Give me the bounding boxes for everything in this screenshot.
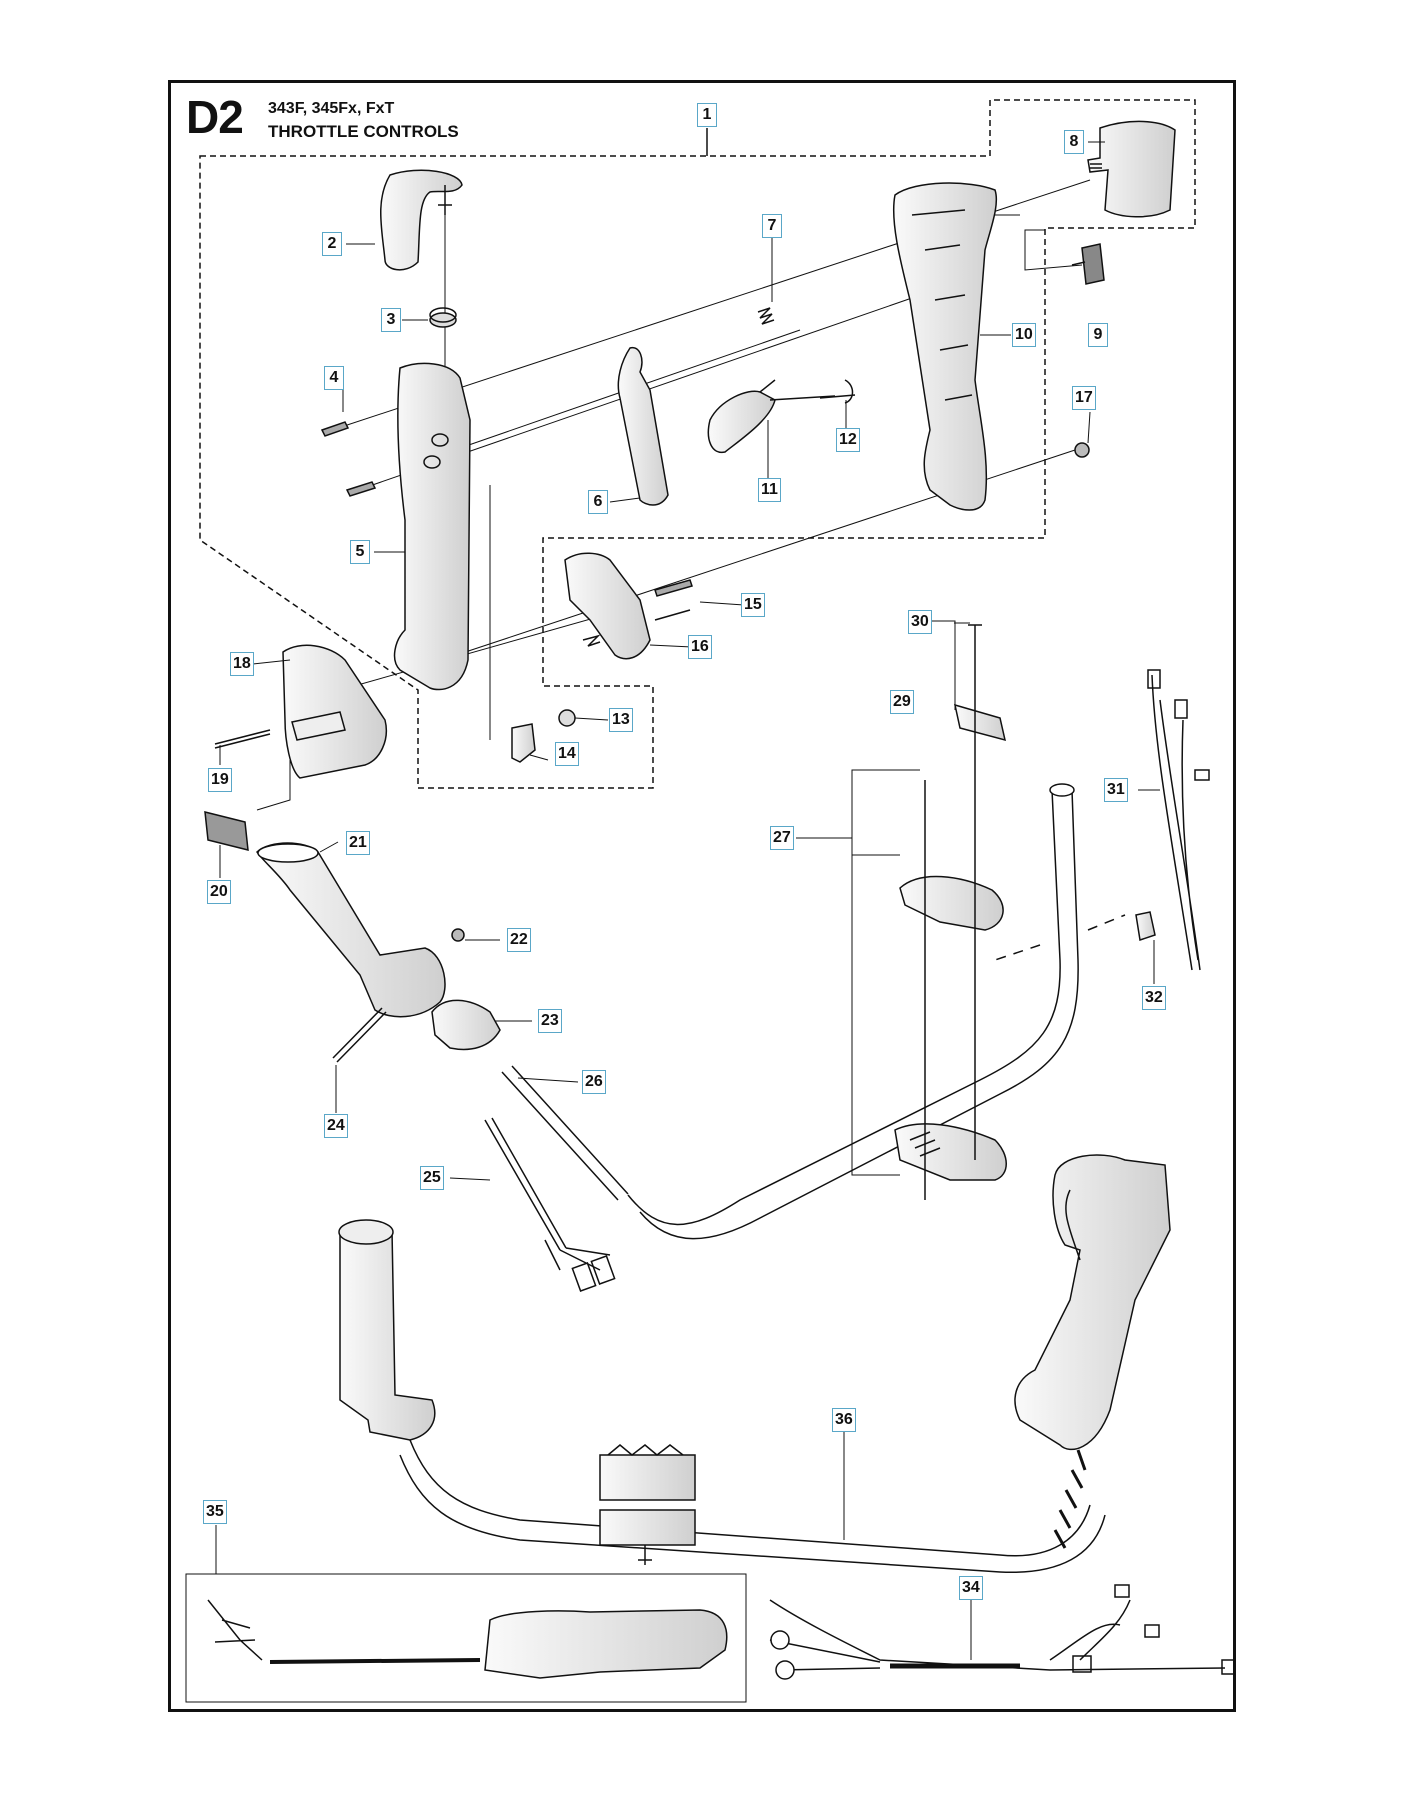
part-harness-34 bbox=[769, 1599, 1226, 1671]
leader-lines bbox=[215, 141, 1160, 1660]
callout-12: 12 bbox=[836, 428, 860, 452]
callout-2: 2 bbox=[322, 232, 342, 256]
part-lever-2 bbox=[380, 169, 463, 271]
part-lock-16 bbox=[564, 552, 651, 660]
part-plate-29 bbox=[953, 703, 1007, 742]
callout-18: 18 bbox=[230, 652, 254, 676]
part-washer-13 bbox=[558, 709, 576, 727]
callout-11: 11 bbox=[758, 478, 781, 502]
page-title: THROTTLE CONTROLS bbox=[268, 122, 459, 141]
part-cable-25 bbox=[484, 1117, 611, 1271]
part-trigger-6 bbox=[617, 346, 669, 506]
part-handlebar-bar bbox=[627, 789, 1079, 1240]
part-spring-7 bbox=[757, 307, 775, 325]
callout-6: 6 bbox=[588, 490, 608, 514]
part-switch-20 bbox=[204, 811, 249, 851]
part-screw-4b bbox=[345, 481, 377, 497]
part-nut-22 bbox=[451, 928, 465, 942]
part-handlebar-36 bbox=[339, 1222, 436, 1441]
callout-20: 20 bbox=[207, 880, 231, 904]
assembly-boundary-main bbox=[199, 99, 1196, 789]
diagram-frame bbox=[168, 80, 1236, 1712]
part-handle-10 bbox=[892, 182, 997, 511]
callout-17: 17 bbox=[1072, 386, 1096, 410]
callout-32: 32 bbox=[1142, 986, 1166, 1010]
callout-1: 1 bbox=[697, 103, 717, 127]
part-clamp-27a bbox=[899, 875, 1004, 931]
page-code: D2 bbox=[186, 91, 244, 143]
part-clamp-27b bbox=[894, 1123, 1007, 1181]
part-grip-21 bbox=[256, 842, 446, 1018]
part-mount-36 bbox=[599, 1454, 696, 1546]
callout-23: 23 bbox=[538, 1009, 562, 1033]
callout-7: 7 bbox=[762, 214, 782, 238]
part-grip-36 bbox=[1014, 1154, 1171, 1451]
callout-10: 10 bbox=[1012, 323, 1036, 347]
part-switch-9 bbox=[1081, 243, 1105, 285]
callout-30: 30 bbox=[908, 610, 932, 634]
callout-14: 14 bbox=[555, 742, 579, 766]
part-handle-5 bbox=[393, 362, 471, 691]
part-bolt-24 bbox=[332, 1007, 387, 1063]
callout-8: 8 bbox=[1064, 130, 1084, 154]
callout-25: 25 bbox=[420, 1166, 444, 1190]
part-insert-26 bbox=[501, 1065, 629, 1201]
part-ring-3 bbox=[429, 312, 457, 328]
part-nut-17 bbox=[1074, 442, 1090, 458]
part-wiring-31 bbox=[1151, 674, 1201, 971]
callout-26: 26 bbox=[582, 1070, 606, 1094]
part-housing-18 bbox=[282, 644, 387, 779]
callout-36: 36 bbox=[832, 1408, 856, 1432]
callout-27: 27 bbox=[770, 826, 794, 850]
callout-15: 15 bbox=[741, 593, 765, 617]
callout-34: 34 bbox=[959, 1576, 983, 1600]
callout-35: 35 bbox=[203, 1500, 227, 1524]
part-clip-14 bbox=[511, 723, 536, 763]
part-screw-4a bbox=[320, 421, 350, 437]
part-harness-35 bbox=[484, 1609, 728, 1679]
callout-21: 21 bbox=[346, 831, 370, 855]
part-screw-19 bbox=[214, 729, 271, 749]
part-rod-12 bbox=[819, 379, 856, 404]
part-clip-32 bbox=[1135, 911, 1156, 941]
part-bolt-30 bbox=[968, 624, 982, 1160]
model-list: 343F, 345Fx, FxT bbox=[268, 100, 395, 117]
callout-16: 16 bbox=[688, 635, 712, 659]
callout-13: 13 bbox=[609, 708, 633, 732]
part-clamp-23 bbox=[431, 999, 501, 1051]
callout-24: 24 bbox=[324, 1114, 348, 1138]
callout-22: 22 bbox=[507, 928, 531, 952]
callout-19: 19 bbox=[208, 768, 232, 792]
callout-31: 31 bbox=[1104, 778, 1128, 802]
part-screw-15 bbox=[654, 579, 693, 597]
callout-3: 3 bbox=[381, 308, 401, 332]
part-pin-2 bbox=[438, 185, 452, 215]
part-grip-8 bbox=[1087, 120, 1176, 218]
callout-9: 9 bbox=[1088, 323, 1108, 347]
callout-5: 5 bbox=[350, 540, 370, 564]
callout-4: 4 bbox=[324, 366, 344, 390]
callout-29: 29 bbox=[890, 690, 914, 714]
part-lock-11 bbox=[707, 390, 776, 454]
